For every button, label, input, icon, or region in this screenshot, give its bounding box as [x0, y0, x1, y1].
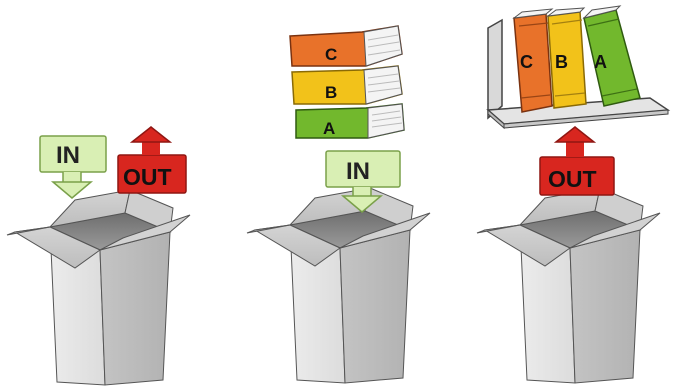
- out-label-right: OUT: [548, 166, 597, 192]
- shelf-book-b-letter: B: [555, 52, 568, 72]
- box-middle: [247, 188, 430, 383]
- in-arrow-left: IN: [40, 136, 106, 198]
- shelf-book-b: B: [548, 8, 586, 108]
- out-arrow-left: OUT: [118, 127, 186, 193]
- in-label-middle: IN: [346, 158, 370, 185]
- out-label: OUT: [123, 164, 172, 190]
- book-a-letter: A: [323, 119, 335, 138]
- shelf-book-c-letter: C: [520, 52, 533, 72]
- bookshelf: C B A: [488, 6, 668, 128]
- box-left: [7, 190, 190, 385]
- book-c: C: [290, 26, 402, 66]
- shelf-book-a: A: [584, 6, 640, 106]
- book-a: A: [296, 104, 404, 138]
- book-b: B: [292, 66, 402, 104]
- in-label: IN: [56, 142, 80, 169]
- shelf-book-a-letter: A: [594, 52, 607, 72]
- box-right: [477, 188, 660, 383]
- shelf-book-c: C: [514, 9, 552, 112]
- book-c-letter: C: [325, 45, 337, 64]
- book-b-letter: B: [325, 83, 337, 102]
- out-arrow-right: OUT: [540, 127, 614, 195]
- book-stack: A B C: [290, 26, 404, 138]
